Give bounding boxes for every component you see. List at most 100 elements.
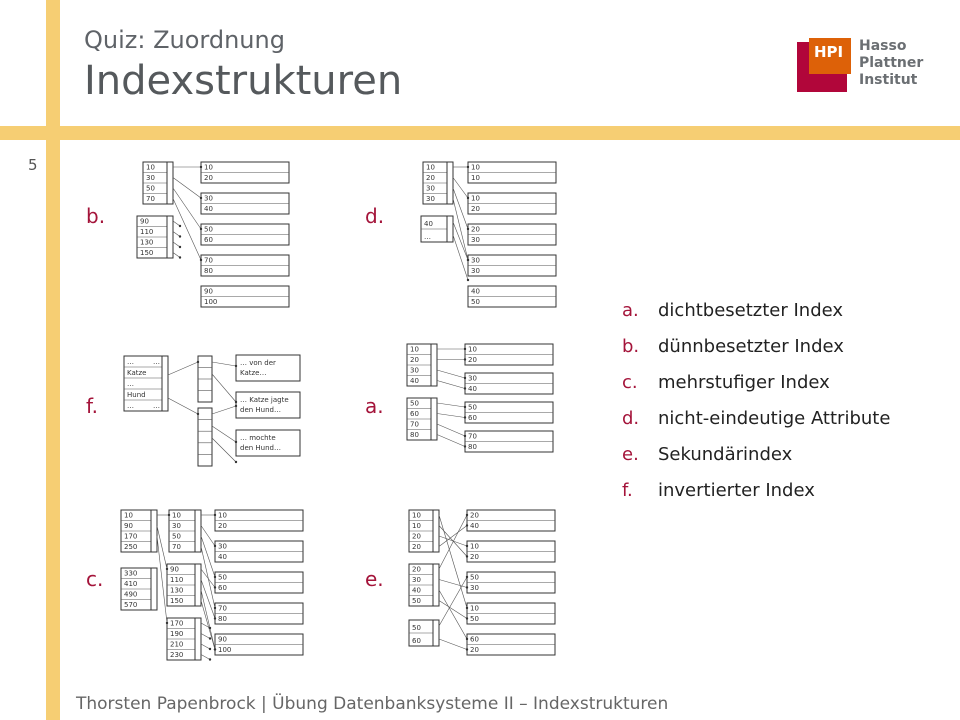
diag-b-pointer-line: [172, 220, 181, 227]
diag-e-record: 40: [470, 522, 479, 530]
diag-e-record: 30: [470, 584, 479, 592]
diag-f-col2: …: [153, 402, 160, 410]
diag-b-pointer-head: [199, 165, 203, 169]
diag-c-pointer-line: [200, 633, 211, 639]
diag-e-record: 50: [470, 574, 479, 582]
diag-c-inner-mid-pointer-col: [194, 563, 202, 607]
diag-c-pointer-line: [200, 525, 216, 547]
diag-b-index-bottom-cell: 130: [140, 239, 153, 247]
diag-d-pointer-head: [466, 227, 470, 231]
diag-c-pointer-head: [165, 567, 169, 571]
diag-f-document: [235, 354, 301, 382]
diag-f-pointer-head: [234, 400, 238, 404]
diag-e-pointer-head: [465, 575, 469, 579]
diag-a-pointer-head: [463, 358, 467, 361]
figure-label-d: d.: [365, 204, 385, 228]
figure-label-a: a.: [365, 394, 384, 418]
diag-d-record: 20: [471, 226, 480, 234]
diag-f-terms-cell: Hund: [127, 391, 146, 399]
diag-f-pointer-line: [211, 405, 237, 415]
legend-item: c.mehrstufiger Index: [622, 372, 830, 393]
diag-a-index-top-cell: 10: [410, 346, 419, 354]
diag-e-record: 60: [470, 636, 479, 644]
diag-e-pointer-line: [438, 579, 468, 588]
logo-line2: Plattner: [859, 55, 924, 71]
diag-c-record: 100: [218, 646, 231, 654]
diag-f-pointer-line: [167, 361, 199, 376]
diag-e-index-bottom-cell: 50: [412, 624, 421, 632]
diag-c-outer-bottom-cell: 410: [124, 580, 137, 588]
diag-d-record: 10: [471, 174, 480, 182]
logo-line1: Hasso: [859, 38, 907, 54]
diag-c-record: 30: [218, 543, 227, 551]
diag-e-pointer-head: [465, 586, 469, 589]
diag-c-inner-top-cell: 50: [172, 533, 181, 541]
diag-f-col2: …: [153, 358, 160, 366]
diag-f-document-text: Katze…: [240, 369, 266, 377]
diag-b-index-bottom-cell: 150: [140, 249, 153, 257]
diag-d-index-bottom-pointer-col: [446, 215, 454, 243]
diag-c-record: 10: [218, 512, 227, 520]
diag-f-pointer-head: [234, 460, 238, 464]
diag-c-inner-bottom-cell: 190: [170, 630, 183, 638]
diag-a-pointer-line: [436, 434, 466, 447]
diag-a-pointer-head: [463, 445, 467, 448]
diag-e-record: 20: [470, 646, 479, 654]
diag-a-pointer-line: [436, 413, 466, 418]
diag-e-index-top-cell: 20: [412, 533, 421, 541]
diag-e-pointer-head: [465, 513, 469, 517]
diag-b-record: 30: [204, 195, 213, 203]
diag-e-pointer-line: [438, 576, 468, 627]
diag-b-record: 80: [204, 267, 213, 275]
diag-e-record: 20: [470, 512, 479, 520]
diag-a-pointer-line: [436, 402, 466, 408]
diag-a-record: 80: [468, 443, 477, 451]
diag-b-pointer-head: [178, 224, 182, 228]
diag-c-outer-top-pointer-col: [150, 509, 158, 553]
diag-a-index-bottom-cell: 50: [410, 400, 419, 408]
diag-e-record: 20: [470, 553, 479, 561]
diag-c-pointer-line: [156, 525, 168, 570]
diag-c-pointer-head: [165, 621, 169, 625]
diag-f-pointer-line: [167, 397, 199, 415]
diag-c-pointer-line: [200, 622, 211, 629]
diag-f-pointer-head: [234, 440, 238, 444]
diag-b-pointer-head: [199, 196, 203, 200]
figure-label-e: e.: [365, 567, 384, 591]
diag-f-pointer-line: [211, 437, 237, 463]
diag-c-outer-top-cell: 90: [124, 522, 133, 530]
diag-f-terms-pointer-col: [161, 355, 169, 412]
hpi-logo: HPI Hasso Plattner Institut: [797, 38, 927, 96]
diag-f-terms-box: [123, 355, 163, 412]
diag-a-index-top-cell: 20: [410, 356, 419, 364]
diag-f-pointer-line: [211, 361, 237, 367]
diag-c-pointer-line: [200, 535, 216, 578]
diag-a-record: 70: [468, 433, 477, 441]
diag-e-index-mid-cell: 50: [412, 597, 421, 605]
diag-c-pointer-head: [208, 626, 212, 630]
diag-a-pointer-head: [463, 387, 467, 390]
diag-e-index-bottom-cell: 60: [412, 637, 421, 645]
diag-b-pointer-line: [172, 187, 202, 230]
diag-a-index-bottom-cell: 80: [410, 431, 419, 439]
slide-subtitle: Quiz: Zuordnung: [84, 26, 285, 54]
diag-f-document-text: … Katze jagte: [240, 396, 289, 404]
diag-c-pointer-line: [200, 654, 211, 660]
logo-name: Hasso Plattner Institut: [859, 38, 923, 89]
diag-a-record: 40: [468, 385, 477, 393]
diag-a-record: 60: [468, 414, 477, 422]
diag-f-pointer-head: [196, 360, 200, 364]
diag-c-pointer-line: [200, 643, 211, 650]
diag-a-record: 10: [468, 346, 477, 354]
diag-b-pointer-head: [178, 245, 182, 249]
diag-f-pointer-line: [211, 373, 237, 403]
diag-c-record: 50: [218, 574, 227, 582]
diag-e-pointer-head: [465, 617, 469, 620]
diag-c-record: 60: [218, 584, 227, 592]
diag-f-document-text: … von der: [240, 359, 276, 367]
diag-d-index-bottom-cell: …: [424, 233, 431, 241]
diag-c-pointer-line: [200, 600, 216, 650]
diag-b-index-top-cell: 70: [146, 195, 155, 203]
diag-a-pointer-head: [463, 434, 467, 438]
diag-c-inner-mid-cell: 150: [170, 597, 183, 605]
